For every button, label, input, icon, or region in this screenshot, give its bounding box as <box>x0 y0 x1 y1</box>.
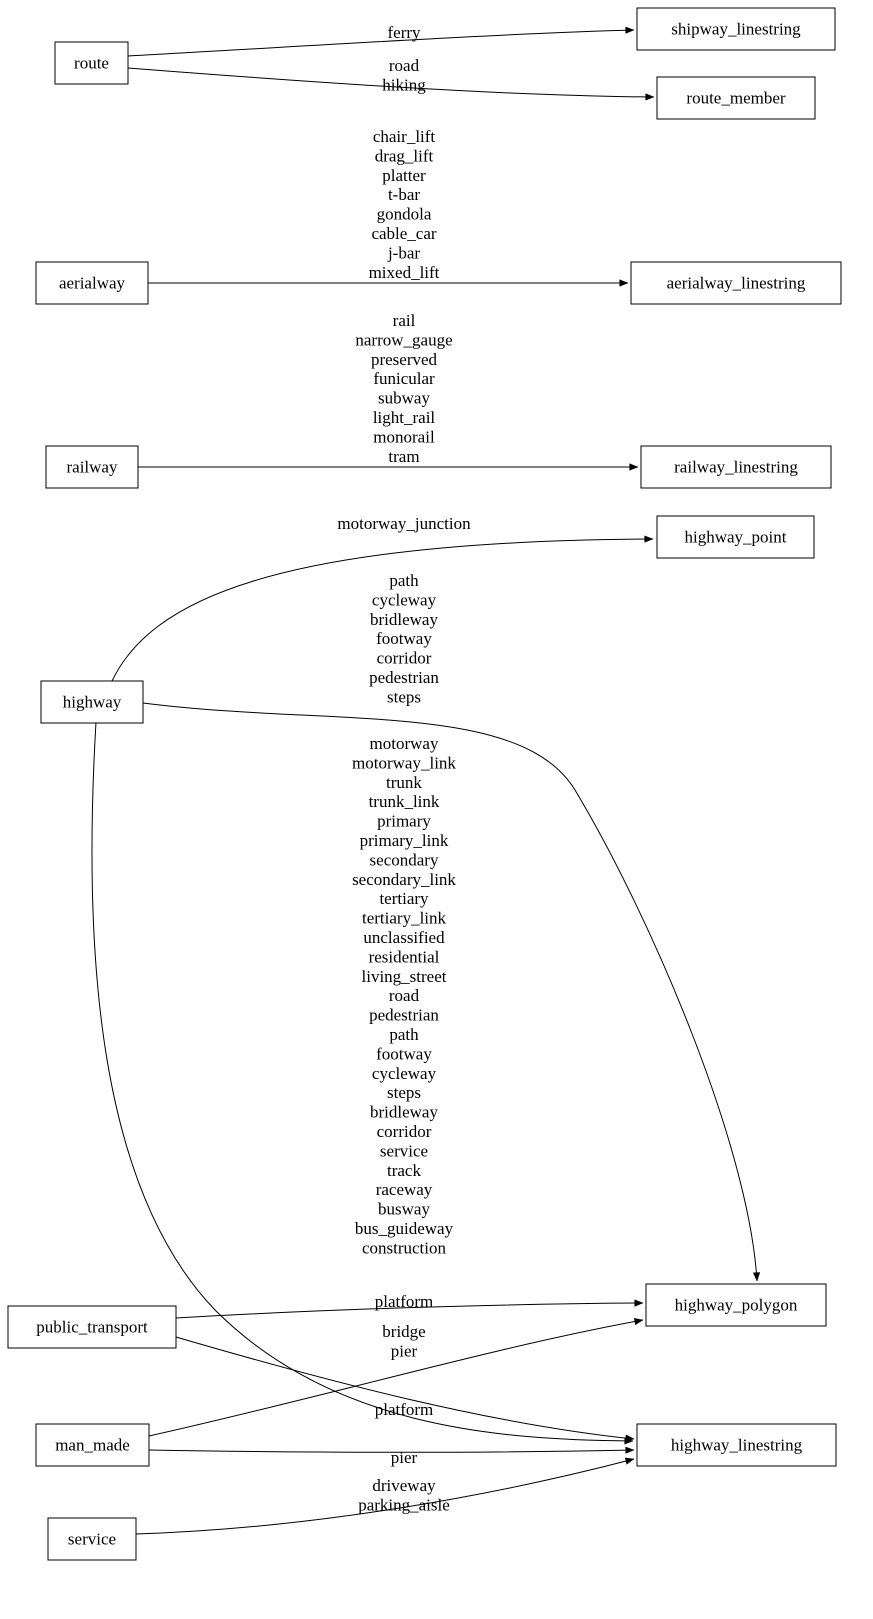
node-aerialway_linestring-label: aerialway_linestring <box>667 274 806 293</box>
edges-layer <box>91 26 761 1535</box>
node-aerialway-box <box>35 261 149 305</box>
edge-label-public_transport-highway_polygon: platform <box>375 1292 434 1311</box>
node-shipway_linestring-label: shipway_linestring <box>671 20 801 39</box>
node-shipway_linestring-box <box>636 7 836 51</box>
node-man_made-label: man_made <box>55 1436 130 1455</box>
node-highway_point: highway_point <box>656 515 815 559</box>
edge-route-to-shipway_linestring <box>127 26 635 57</box>
node-highway-label: highway <box>63 693 122 712</box>
node-route: route <box>54 41 129 85</box>
edge-route-to-route_member <box>127 67 655 101</box>
edge-label-route-shipway_linestring: ferry <box>387 23 421 42</box>
node-service-label: service <box>68 1530 116 1549</box>
edge-highway-to-highway_linestring <box>91 721 634 1445</box>
node-railway_linestring-box <box>640 445 832 489</box>
edge-public_transport-to-highway_polygon <box>175 1299 644 1319</box>
node-service: service <box>47 1517 137 1561</box>
node-railway: railway <box>45 445 139 489</box>
node-highway_polygon-label: highway_polygon <box>675 1296 798 1315</box>
node-highway_linestring-label: highway_linestring <box>671 1436 803 1455</box>
node-service-box <box>47 1517 137 1561</box>
node-highway_point-box <box>656 515 815 559</box>
node-man_made-box <box>35 1423 150 1467</box>
node-shipway_linestring: shipway_linestring <box>636 7 836 51</box>
node-public_transport: public_transport <box>7 1305 177 1349</box>
edge-label-public_transport-highway_linestring: platform <box>375 1400 434 1419</box>
node-route_member-label: route_member <box>686 89 785 108</box>
node-highway_polygon-box <box>645 1283 827 1327</box>
node-highway_linestring-box <box>636 1423 837 1467</box>
node-public_transport-label: public_transport <box>36 1318 148 1337</box>
node-railway_linestring: railway_linestring <box>640 445 832 489</box>
nodes-layer: route aerialway railway highway public_t… <box>7 7 842 1561</box>
node-aerialway-label: aerialway <box>59 274 126 293</box>
node-highway_point-label: highway_point <box>685 528 787 547</box>
edge-man_made-to-highway_linestring <box>148 1446 635 1454</box>
node-public_transport-box <box>7 1305 177 1349</box>
edge-label-man_made-highway_linestring: pier <box>391 1448 418 1467</box>
edge-highway-to-highway_polygon <box>142 702 761 1282</box>
node-highway_linestring: highway_linestring <box>636 1423 837 1467</box>
edge-public_transport-to-highway_linestring <box>175 1336 635 1442</box>
edge-label-highway-highway_point: motorway_junction <box>337 514 471 533</box>
edge-service-to-highway_linestring <box>135 1457 635 1535</box>
node-man_made: man_made <box>35 1423 150 1467</box>
node-route_member-box <box>656 76 816 120</box>
node-route-label: route <box>74 54 109 73</box>
node-route-box <box>54 41 129 85</box>
edge-highway-to-highway_point <box>111 535 654 682</box>
edge-man_made-to-highway_polygon <box>148 1317 644 1437</box>
node-railway-label: railway <box>67 458 118 477</box>
node-aerialway_linestring-box <box>630 261 842 305</box>
node-aerialway: aerialway <box>35 261 149 305</box>
node-railway-box <box>45 445 139 489</box>
node-highway: highway <box>40 680 144 724</box>
node-railway_linestring-label: railway_linestring <box>674 458 798 477</box>
node-aerialway_linestring: aerialway_linestring <box>630 261 842 305</box>
node-highway-box <box>40 680 144 724</box>
node-highway_polygon: highway_polygon <box>645 1283 827 1327</box>
node-route_member: route_member <box>656 76 816 120</box>
